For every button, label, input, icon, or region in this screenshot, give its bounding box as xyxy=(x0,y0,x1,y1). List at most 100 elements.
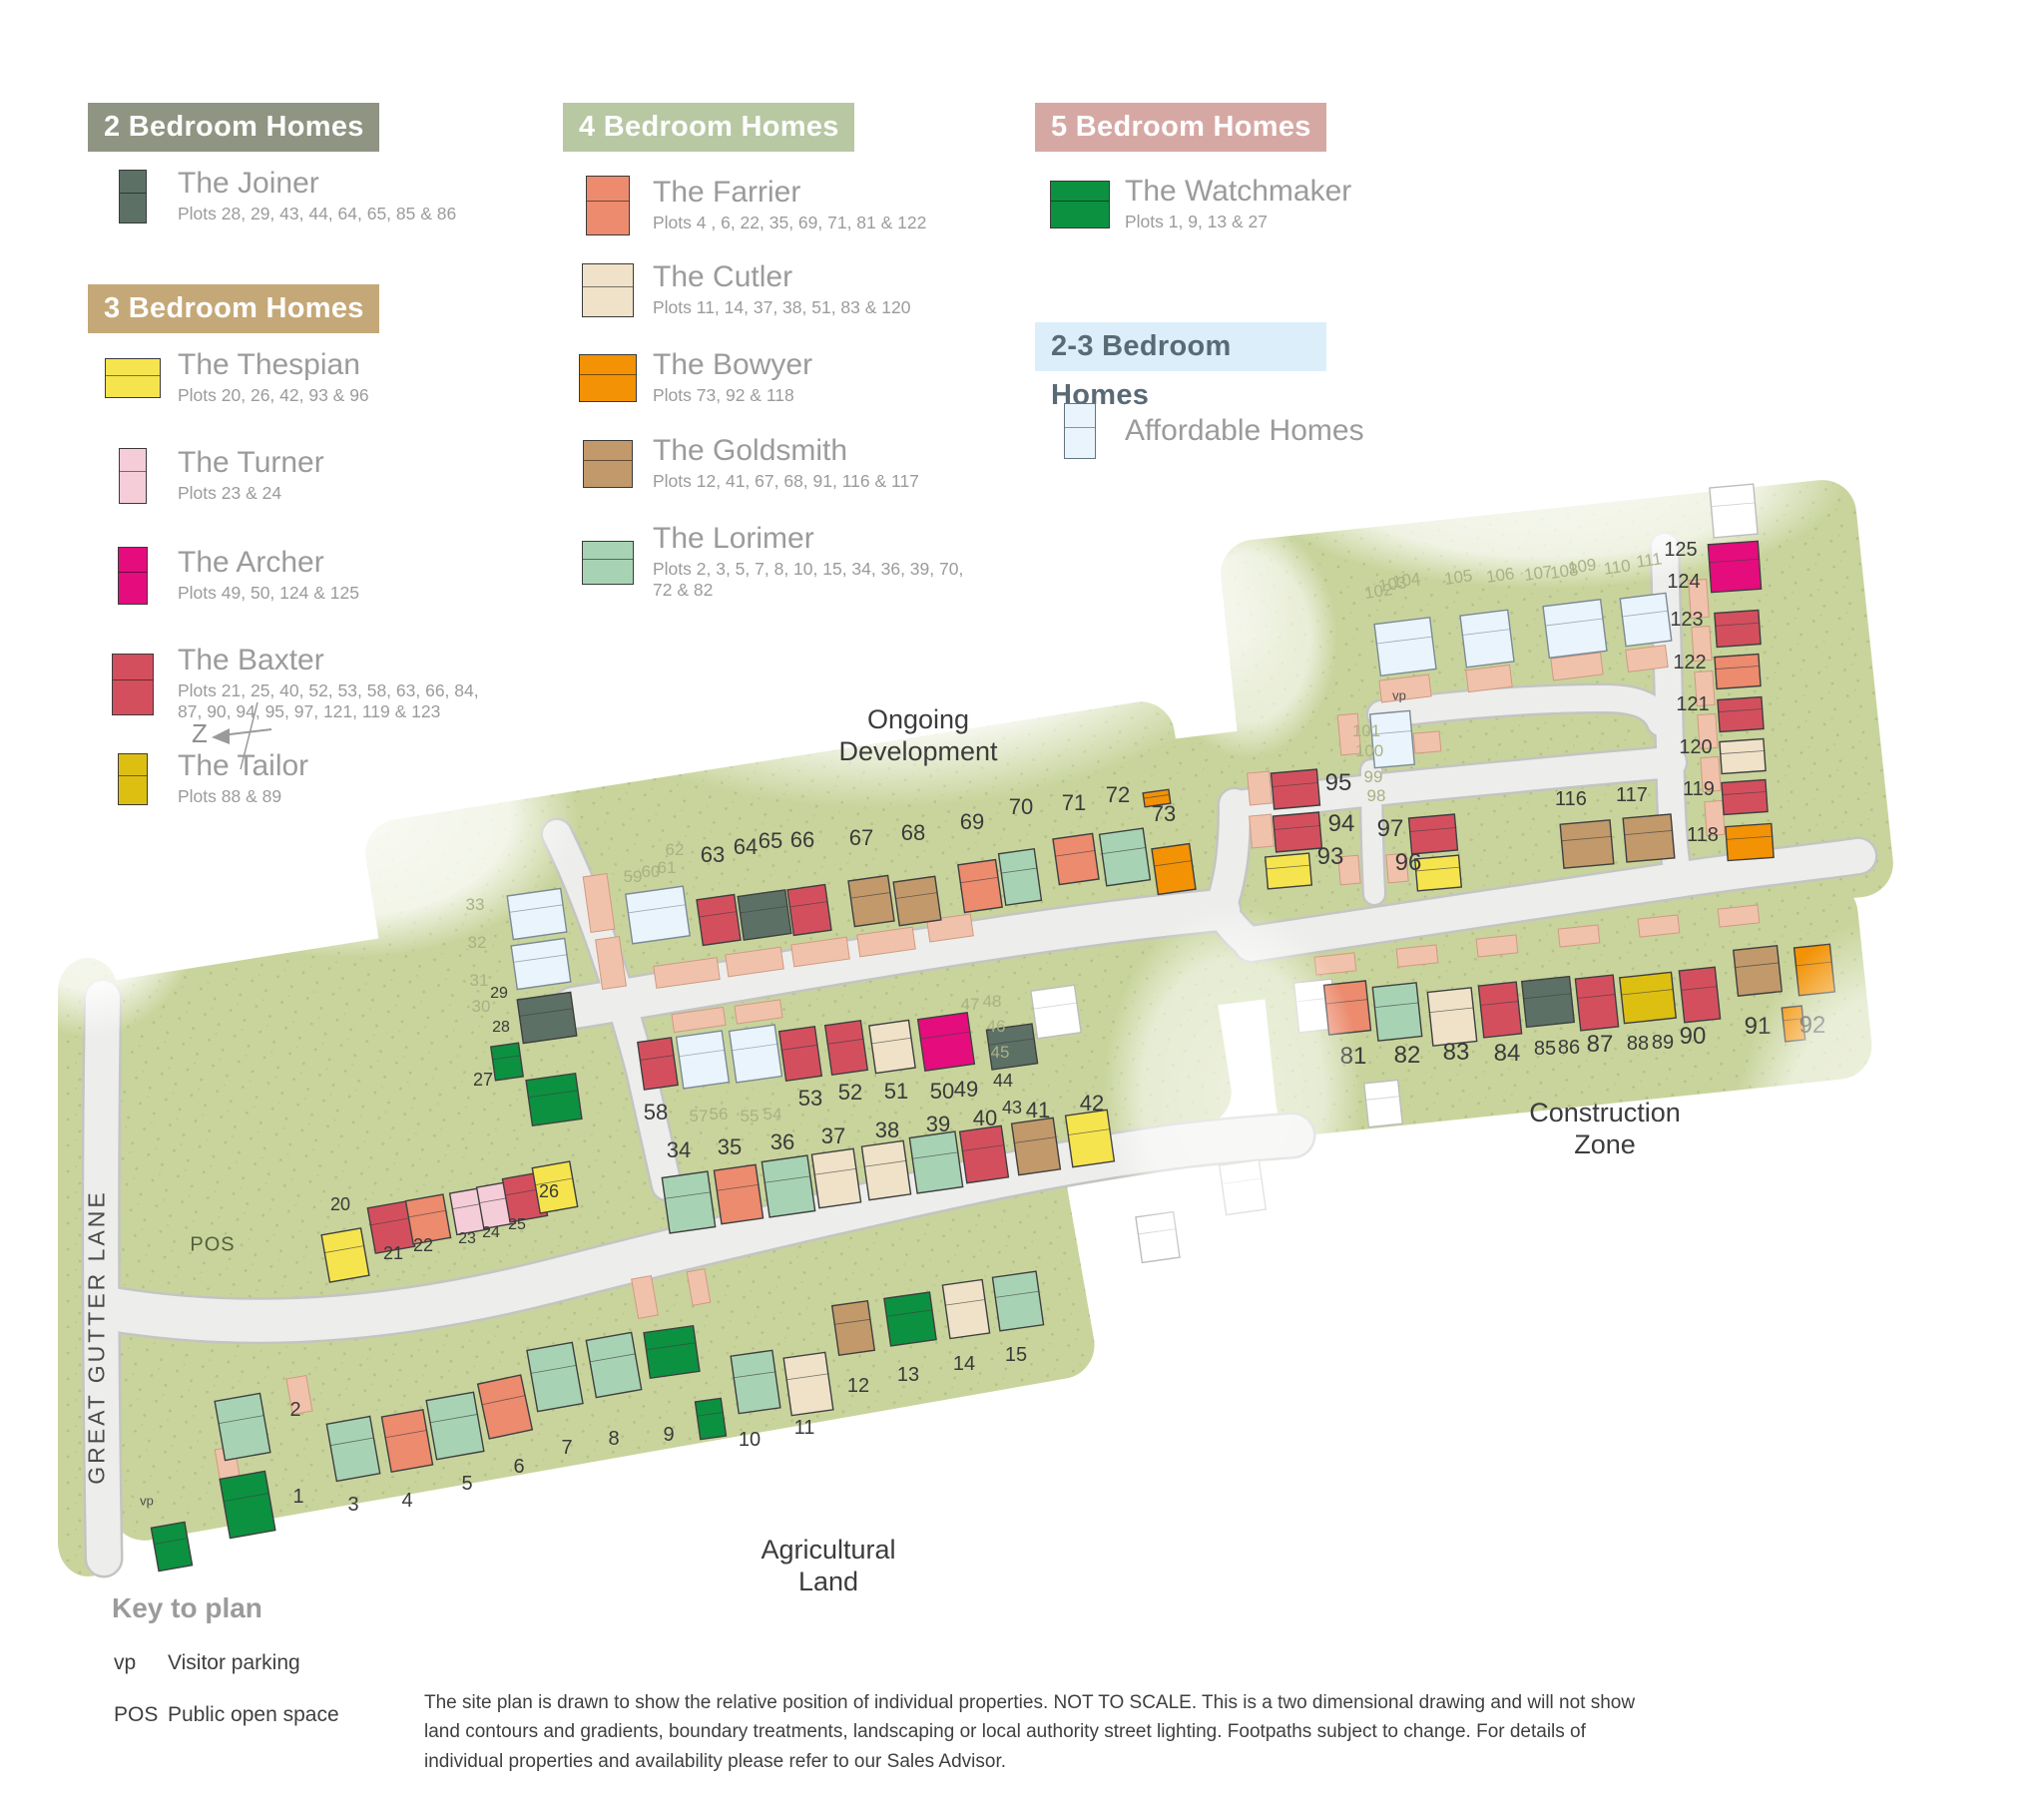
plot-house-watchmaker xyxy=(643,1324,701,1380)
plot-house-baxter xyxy=(1407,813,1459,855)
plot-house-lorimer xyxy=(526,1341,584,1413)
plot-house-baxter xyxy=(1272,811,1323,853)
plot-number-label: 25 xyxy=(508,1216,526,1233)
plot-house-watchmaker xyxy=(219,1470,276,1540)
plot-number-label: 122 xyxy=(1673,652,1706,674)
plot-house-baxter xyxy=(1270,768,1321,810)
parking-strip xyxy=(582,873,616,933)
plot-number-label: 121 xyxy=(1676,693,1709,715)
plot-number-label: 118 xyxy=(1687,824,1719,846)
plot-house-baxter xyxy=(786,883,832,937)
parking-strip xyxy=(1247,770,1273,806)
plot-number-label: 27 xyxy=(473,1070,493,1090)
plot-house-ghost xyxy=(1709,483,1759,539)
plot-house-lorimer xyxy=(1371,982,1423,1042)
plot-number-label: 90 xyxy=(1680,1023,1707,1050)
plot-number-label: 108 xyxy=(1549,560,1580,583)
plot-number-label: 46 xyxy=(987,1017,1006,1036)
plot-number-label: 14 xyxy=(953,1353,975,1375)
plot-number-label: 117 xyxy=(1616,784,1648,806)
plot-number-label: 21 xyxy=(383,1243,403,1263)
parking-strip xyxy=(1249,813,1275,849)
plot-number-label: 97 xyxy=(1377,815,1404,842)
parking-strip xyxy=(1688,578,1710,620)
plot-number-label: 15 xyxy=(1005,1344,1027,1366)
fade-overlay xyxy=(120,678,579,958)
region-label-line: Zone xyxy=(1574,1128,1636,1159)
plot-number-label: 85 xyxy=(1534,1038,1556,1060)
key-pos-label: Public open space xyxy=(168,1703,339,1726)
plot-house-goldsmith xyxy=(1732,945,1784,997)
plot-number-label: 42 xyxy=(1080,1091,1104,1116)
region-label-line: Construction xyxy=(1529,1098,1681,1127)
parking-strip xyxy=(1412,730,1442,754)
parking-strip xyxy=(725,946,784,978)
plot-number-label: 45 xyxy=(991,1043,1010,1062)
plot-house-affordable xyxy=(506,887,568,941)
plot-house-farrier xyxy=(713,1163,765,1225)
fade-overlay xyxy=(1103,903,1362,1282)
plot-number-label: 10 xyxy=(739,1429,761,1451)
plot-house-baxter xyxy=(637,1037,679,1091)
plot-house-lorimer xyxy=(661,1170,717,1234)
plot-number-label: 33 xyxy=(466,895,485,914)
plot-house-goldsmith xyxy=(830,1299,876,1357)
plot-number-label: 8 xyxy=(608,1428,619,1450)
plot-house-farrier xyxy=(476,1374,534,1440)
plot-number-label: 34 xyxy=(667,1137,691,1162)
parking-strip xyxy=(1625,645,1669,673)
plot-number-label: 23 xyxy=(458,1230,476,1247)
disclaimer-text: The site plan is drawn to show the relat… xyxy=(424,1692,1636,1772)
plot-number-label: 57 xyxy=(690,1107,709,1125)
plot-number-label: 48 xyxy=(983,992,1002,1011)
plot-number-label: 67 xyxy=(849,825,873,850)
ongoing-development-label: Ongoing Development xyxy=(768,704,1068,768)
plot-house-bowyer xyxy=(1725,822,1775,862)
plot-house-archer xyxy=(916,1011,976,1073)
plot-house-watchmaker xyxy=(150,1521,194,1572)
plot-number-label: 101 xyxy=(1352,721,1380,740)
road xyxy=(1235,839,1875,961)
great-gutter-lane-label: GREAT GUTTER LANE xyxy=(83,1189,110,1485)
plot-number-label: 68 xyxy=(901,820,925,845)
plot-house-joiner xyxy=(1520,975,1576,1029)
plot-house-lorimer xyxy=(425,1391,485,1461)
parking-strip xyxy=(734,999,783,1025)
plot-number-label: 51 xyxy=(884,1079,908,1104)
plot-house-farrier xyxy=(1052,832,1100,886)
plot-number-label: 119 xyxy=(1683,778,1715,800)
plot-house-baxter xyxy=(696,893,742,947)
plot-number-label: 73 xyxy=(1152,801,1176,826)
plot-number-label: 61 xyxy=(658,858,677,877)
parking-strip xyxy=(686,1268,712,1306)
visitor-parking-label: vp xyxy=(140,1493,154,1509)
road xyxy=(554,890,1240,1028)
plot-number-label: 88 xyxy=(1627,1033,1649,1055)
plot-number-label: 55 xyxy=(741,1107,760,1125)
plot-number-label: 39 xyxy=(926,1112,950,1136)
parking-strip xyxy=(1465,664,1513,693)
parking-strip xyxy=(595,936,627,990)
plot-number-label: 99 xyxy=(1364,767,1383,786)
plot-number-label: 40 xyxy=(973,1106,997,1130)
plot-house-watchmaker xyxy=(489,1042,525,1082)
plot-number-label: 54 xyxy=(764,1105,782,1123)
plot-house-affordable xyxy=(675,1030,731,1090)
plot-number-label: 93 xyxy=(1317,843,1344,870)
plot-number-label: 36 xyxy=(770,1129,794,1154)
plot-number-label: 65 xyxy=(759,828,782,853)
parking-strip xyxy=(1378,674,1432,703)
plot-house-goldsmith xyxy=(1559,819,1615,869)
plot-house-baxter xyxy=(1717,695,1765,733)
plot-number-label: 105 xyxy=(1443,566,1474,589)
plot-number-label: 64 xyxy=(734,834,758,859)
land-parcel xyxy=(1221,480,1893,957)
plot-number-label: 72 xyxy=(1106,782,1130,807)
plot-house-ghost xyxy=(1030,984,1082,1040)
plot-house-baxter xyxy=(1477,981,1523,1039)
fade-overlay xyxy=(0,718,210,1038)
plot-number-label: 44 xyxy=(993,1071,1013,1091)
plot-house-watchmaker xyxy=(525,1072,583,1127)
parking-strip xyxy=(926,913,974,943)
plot-number-label: 63 xyxy=(701,842,725,867)
